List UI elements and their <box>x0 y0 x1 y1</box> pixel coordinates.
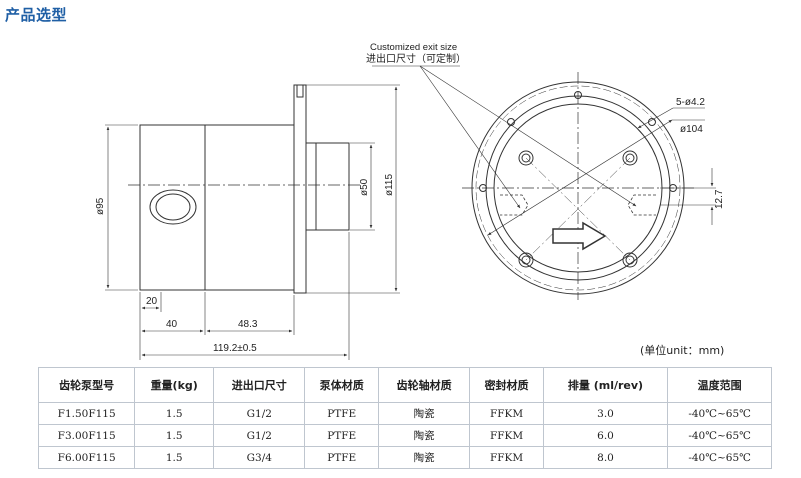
spec-table: 齿轮泵型号 重量(kg) 进出口尺寸 泵体材质 齿轮轴材质 密封材质 排量 (m… <box>37 367 772 469</box>
cell-body-material: PTFE <box>304 424 379 447</box>
col-header: 进出口尺寸 <box>213 367 306 403</box>
cell-weight: 1.5 <box>134 402 215 425</box>
dim-119-2: 119.2±0.5 <box>213 343 257 354</box>
cell-port: G1/2 <box>213 402 306 425</box>
cell-temperature: -40℃~65℃ <box>667 446 772 469</box>
col-header: 排量 (ml/rev) <box>542 367 669 403</box>
pump-boss-side <box>305 142 350 231</box>
table-header-row: 齿轮泵型号 重量(kg) 进出口尺寸 泵体材质 齿轮轴材质 密封材质 排量 (m… <box>37 367 772 403</box>
callout-zh: 进出口尺寸（可定制） <box>366 52 466 65</box>
cell-shaft-material: 陶瓷 <box>377 446 471 469</box>
cell-seal-material: FFKM <box>469 402 544 425</box>
dim-48-3: 48.3 <box>238 319 258 330</box>
port-side <box>149 189 197 225</box>
cell-body-material: PTFE <box>304 402 379 425</box>
cell-weight: 1.5 <box>134 446 215 469</box>
bolt-hole <box>574 91 582 99</box>
bolt-hole <box>648 118 656 126</box>
col-header: 齿轮泵型号 <box>37 367 136 403</box>
dim-20: 20 <box>146 296 158 307</box>
cell-temperature: -40℃~65℃ <box>667 402 772 425</box>
cell-port: G3/4 <box>213 446 306 469</box>
dim-d50: ø50 <box>359 178 370 196</box>
cell-shaft-material: 陶瓷 <box>377 402 471 425</box>
callout-en: Customized exit size <box>370 42 457 53</box>
dim-d104: ø104 <box>680 124 703 135</box>
pump-flange-side <box>293 84 307 294</box>
cell-displacement: 8.0 <box>542 446 669 469</box>
col-header: 重量(kg) <box>134 367 215 403</box>
screw <box>518 252 534 268</box>
dim-d95: ø95 <box>95 197 106 215</box>
page-title: 产品选型 <box>5 6 68 24</box>
dim-40: 40 <box>166 319 178 330</box>
col-header: 温度范围 <box>667 367 772 403</box>
cell-model: F1.50F115 <box>37 402 136 425</box>
cell-seal-material: FFKM <box>469 424 544 447</box>
table-row: F3.00F115 1.5 G1/2 PTFE 陶瓷 FFKM 6.0 -40℃… <box>37 424 772 447</box>
flow-arrow <box>552 221 607 251</box>
cell-seal-material: FFKM <box>469 446 544 469</box>
dim-d115: ø115 <box>384 174 395 196</box>
dim-holes: 5-ø4.2 <box>676 97 705 108</box>
screw <box>622 252 638 268</box>
cell-shaft-material: 陶瓷 <box>377 424 471 447</box>
technical-drawing: Customized exit size 进出口尺寸（可定制） ø95 ø50 … <box>95 42 725 360</box>
cell-model: F6.00F115 <box>37 446 136 469</box>
cell-weight: 1.5 <box>134 424 215 447</box>
cell-temperature: -40℃~65℃ <box>667 424 772 447</box>
col-header: 密封材质 <box>469 367 544 403</box>
cell-body-material: PTFE <box>304 446 379 469</box>
col-header: 泵体材质 <box>304 367 379 403</box>
bolt-hole <box>479 184 487 192</box>
cell-displacement: 3.0 <box>542 402 669 425</box>
table-row: F6.00F115 1.5 G3/4 PTFE 陶瓷 FFKM 8.0 -40℃… <box>37 446 772 469</box>
cell-port: G1/2 <box>213 424 306 447</box>
dim-12-7: 12.7 <box>714 189 725 209</box>
unit-note: (单位unit：mm) <box>640 344 725 357</box>
cell-displacement: 6.0 <box>542 424 669 447</box>
cell-model: F3.00F115 <box>37 424 136 447</box>
pump-body-side <box>139 124 295 291</box>
col-header: 齿轮轴材质 <box>377 367 471 403</box>
table-row: F1.50F115 1.5 G1/2 PTFE 陶瓷 FFKM 3.0 -40℃… <box>37 402 772 425</box>
